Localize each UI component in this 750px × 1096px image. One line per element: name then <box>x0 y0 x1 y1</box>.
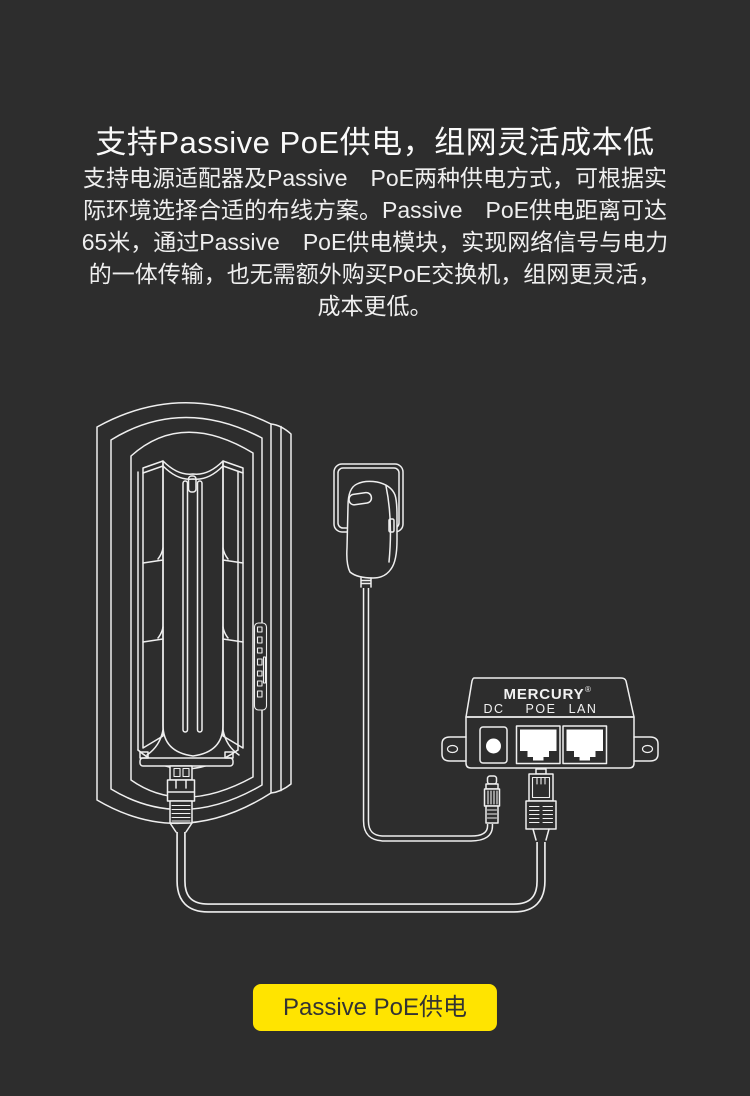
dc-power-plug-icon <box>483 775 501 824</box>
poe-wiring-diagram: MERCURY ® DC POE LAN <box>96 402 659 913</box>
injector-brand-label: MERCURY <box>504 686 585 703</box>
dc-power-cable-icon <box>362 588 494 842</box>
outdoor-cpe-antenna-icon <box>96 402 292 833</box>
port-label-dc: DC <box>483 702 504 716</box>
ethernet-cable-icon <box>176 832 546 913</box>
lan-port-icon <box>562 725 608 765</box>
cpe-ethernet-connector-icon <box>166 765 196 833</box>
feature-badge: Passive PoE供电 <box>252 984 498 1031</box>
section-description: 支持电源适配器及Passive PoE两种供电方式，可根据实 际环境选择合适的布… <box>45 162 705 322</box>
rj45-ethernet-plug-icon <box>525 768 557 841</box>
poe-port-icon <box>515 725 561 765</box>
description-line: 65米，通过Passive PoE供电模块，实现网络信号与电力 <box>81 229 669 255</box>
description-line: 成本更低。 <box>317 293 433 319</box>
registered-trademark-symbol: ® <box>585 685 591 694</box>
description-line: 际环境选择合适的布线方案。Passive PoE供电距离可达 <box>82 197 667 223</box>
power-adapter-icon <box>346 480 398 588</box>
description-line: 支持电源适配器及Passive PoE两种供电方式，可根据实 <box>82 165 667 191</box>
section-title: 支持Passive PoE供电，组网灵活成本低 <box>95 124 655 160</box>
dc-jack-icon <box>479 726 508 764</box>
description-line: 的一体传输，也无需额外购买PoE交换机，组网更灵活， <box>88 261 662 287</box>
port-label-lan: LAN <box>569 702 598 716</box>
poe-injector-icon: MERCURY ® DC POE LAN <box>441 677 659 769</box>
port-label-poe: POE <box>526 702 557 716</box>
